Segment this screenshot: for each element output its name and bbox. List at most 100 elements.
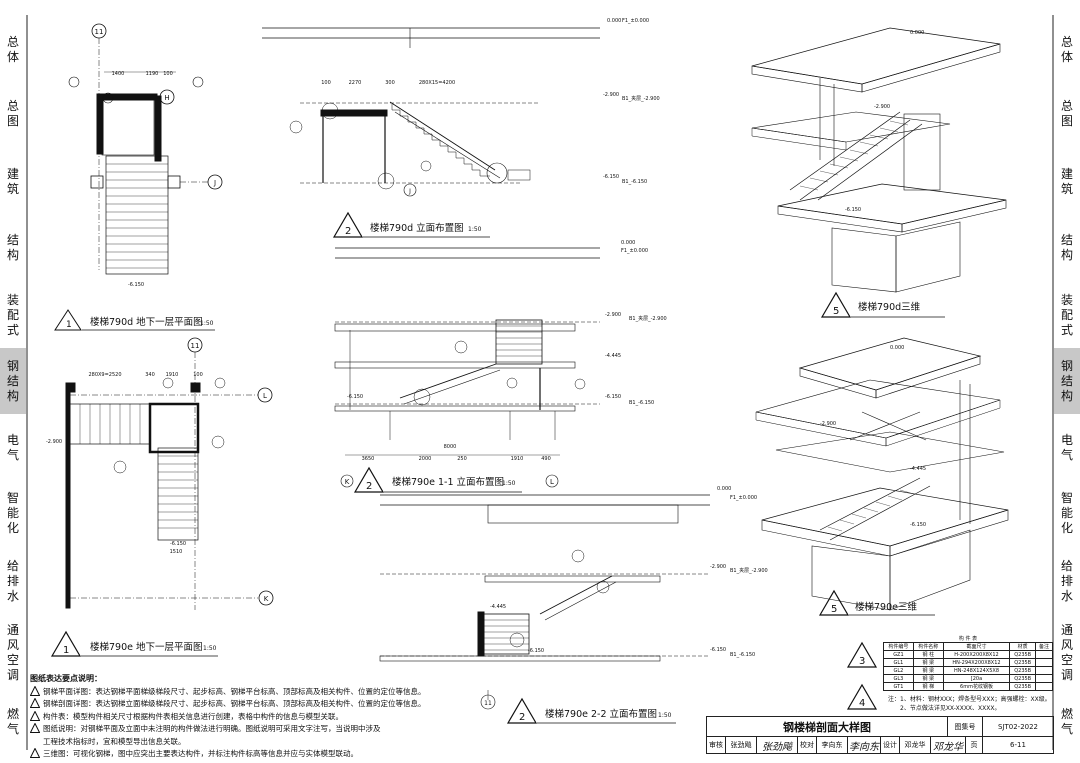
- right-tab-8[interactable]: 给排水: [1054, 556, 1080, 606]
- left-tab-8[interactable]: 给排水: [0, 556, 26, 606]
- table-note-1: 注：1、材料：钢材XXX；焊条型号XXX；高强螺栓：XX级。: [888, 696, 1051, 703]
- page-number: 6-11: [1010, 741, 1026, 749]
- designer-name: 邓龙华: [900, 737, 931, 753]
- title-block: 钢楼梯剖面大样图 图集号 SJT02-2022 审核 张劲飚 张劲飚 校对 李向…: [706, 716, 1054, 754]
- view-790d-plan-title: 1 楼梯790d 地下一层平面图 1:50: [54, 309, 215, 331]
- check-label: 校对: [798, 737, 817, 753]
- right-tab-10[interactable]: 燃气: [1054, 700, 1080, 744]
- level-6150: -6.150: [605, 394, 621, 400]
- dim-100: 100: [193, 372, 203, 378]
- checker-name: 李向东: [817, 737, 848, 753]
- review-label: 审核: [707, 737, 726, 753]
- left-tab-1[interactable]: 总图: [0, 92, 26, 136]
- grid-label-11: 11: [95, 28, 104, 36]
- component-table: 构 件 表 构件编号 构件名称 截面尺寸 材质 备注 GZ1 钢 柱 H-200…: [883, 635, 1053, 691]
- table-header: 截面尺寸: [942, 642, 1011, 651]
- grid-label-j: J: [408, 188, 411, 195]
- tab-label: 建筑: [6, 167, 19, 196]
- left-tab-3[interactable]: 结构: [0, 226, 26, 270]
- right-tab-4[interactable]: 装配式: [1054, 290, 1080, 340]
- note-item: 钢梯剖面详图：表达钢梯立面梯级梯段尺寸、起步标高、钢梯平台标高、顶部标高及相关构…: [30, 698, 720, 711]
- level-6150: -6.150: [910, 522, 926, 528]
- tab-label: 通风空调: [6, 623, 19, 682]
- table-row: GT1 钢 梯 6mm花纹钢板 Q235B: [883, 682, 1053, 691]
- tab-label: 电气: [1060, 433, 1073, 462]
- tab-label: 通风空调: [1060, 623, 1073, 682]
- view-790d-3d: [751, 27, 1007, 293]
- table-cell: [1035, 666, 1053, 675]
- left-tab-5[interactable]: 钢结构: [0, 348, 26, 414]
- right-tab-2[interactable]: 建筑: [1054, 160, 1080, 204]
- note-text: 钢梯平面详图：表达钢梯平面梯级梯段尺寸、起步标高、钢梯平台标高、顶部标高及相关构…: [43, 686, 426, 696]
- level-6150: -6.150: [128, 282, 144, 288]
- right-tab-0[interactable]: 总体: [1054, 28, 1080, 72]
- warning-triangle-icon: [30, 710, 40, 721]
- right-tab-5[interactable]: 钢结构: [1054, 348, 1080, 414]
- tab-label: 结构: [1060, 233, 1073, 262]
- elev-790e-2-2-treads: [484, 619, 529, 651]
- note-text: 钢梯剖面详图：表达钢梯立面梯级梯段尺寸、起步标高、钢梯平台标高、顶部标高及相关构…: [43, 699, 426, 708]
- plan-790d-treads: [106, 163, 168, 269]
- level-4445: -4.445: [605, 353, 621, 359]
- table-cell: Q235B: [1009, 658, 1037, 667]
- grid-label-j: J: [213, 179, 216, 187]
- left-tab-4[interactable]: 装配式: [0, 290, 26, 340]
- badge-number: 5: [831, 604, 837, 615]
- left-tab-9[interactable]: 通风空调: [0, 620, 26, 686]
- left-tab-7[interactable]: 智能化: [0, 488, 26, 538]
- left-tab-10[interactable]: 燃气: [0, 700, 26, 744]
- left-tab-6[interactable]: 电气: [0, 426, 26, 470]
- level-f1: F1_±0.000: [622, 18, 649, 24]
- tab-label: 钢结构: [1060, 358, 1073, 403]
- right-tab-1[interactable]: 总图: [1054, 92, 1080, 136]
- note-text: 图纸说明：对钢梯平面及立面中未注明的构件做法进行明确。图纸说明可采用文字注写，当…: [43, 724, 381, 746]
- table-cell: 钢 梁: [912, 674, 944, 683]
- view-790e-3d-text: 0.000 -2.900 -4.445 -6.150: [820, 345, 926, 528]
- table-note-2: 2、节点做法详见XX-XXXX、XXXX。: [900, 705, 1001, 712]
- level-2900: -2.900: [603, 92, 619, 98]
- dim-340: 340: [145, 372, 155, 378]
- note-item: 图纸说明：对钢梯平面及立面中未注明的构件做法进行明确。图纸说明可采用文字注写，当…: [30, 723, 720, 748]
- right-tab-7[interactable]: 智能化: [1054, 488, 1080, 538]
- notes-heading: 图纸表达要点说明：: [30, 674, 102, 683]
- plan-790e-upper-treads: [79, 404, 141, 444]
- warning-triangle-icon: [30, 698, 40, 708]
- table-cell: H-200X200X8X12: [942, 650, 1011, 659]
- table-cell: GL1: [883, 658, 914, 667]
- right-tab-6[interactable]: 电气: [1054, 426, 1080, 470]
- atlas-number: SJT02-2022: [983, 717, 1053, 737]
- table-cell: [1035, 674, 1053, 683]
- level-4445: -4.445: [910, 466, 926, 472]
- tab-label: 总图: [1060, 99, 1073, 128]
- dim-1190: 1190: [146, 71, 159, 77]
- grid-label-l: L: [263, 392, 267, 400]
- badge-number: 3: [859, 656, 865, 667]
- dim-280x9: 280X9=2520: [88, 372, 121, 378]
- view-790d-elevation-text: 0.000 F1_±0.000 -2.900 B1_夹层_-2.900 -6.1…: [321, 18, 660, 195]
- level-6150: -6.150: [845, 207, 861, 213]
- table-cell: 钢 梁: [912, 658, 944, 667]
- level-000: 0.000: [621, 240, 635, 246]
- table-cell: [1035, 658, 1053, 667]
- level-b1-mezz: B1_夹层_-2.900: [622, 95, 660, 102]
- dim-2270: 2270: [349, 80, 362, 86]
- elev-790d-steps: [391, 104, 490, 177]
- design-label: 设计: [881, 737, 900, 753]
- level-b1: B1_-6.150: [629, 400, 654, 406]
- table-title: 构 件 表: [958, 636, 978, 642]
- table-cell: [1035, 682, 1053, 691]
- left-tab-2[interactable]: 建筑: [0, 160, 26, 204]
- badge-number: 4: [859, 698, 865, 709]
- view-scale: 1:50: [200, 320, 214, 327]
- dim-1910: 1910: [166, 372, 179, 378]
- left-tab-0[interactable]: 总体: [0, 28, 26, 72]
- grid-label-11: 11: [191, 342, 200, 350]
- note-text: 构件表：模型构件相关尺寸根据构件表相关信息进行创建，表格中构件的信息与模型关联。: [43, 711, 343, 721]
- level-2900: -2.900: [710, 564, 726, 570]
- right-tab-9[interactable]: 通风空调: [1054, 620, 1080, 686]
- level-b1-mezz: B1_夹层_-2.900: [629, 315, 667, 322]
- right-tab-3[interactable]: 结构: [1054, 226, 1080, 270]
- atlas-label: 图集号: [948, 717, 983, 737]
- view-790e-2-2-title: 2 楼梯790e 2-2 立面布置图 1:50: [506, 697, 676, 724]
